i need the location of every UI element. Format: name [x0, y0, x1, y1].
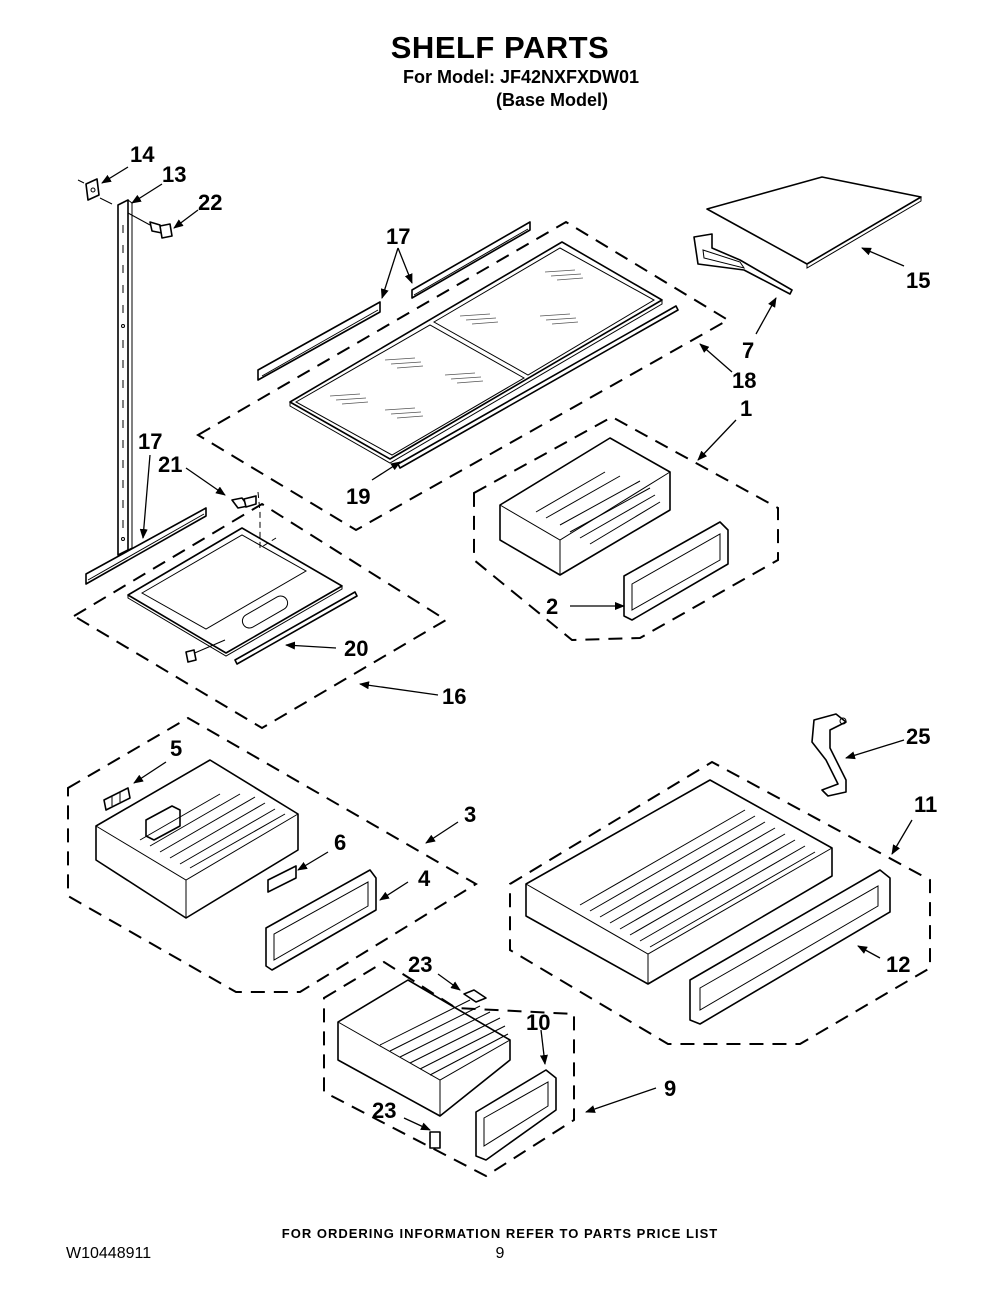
shelf-screw [231, 491, 277, 549]
crisper-front-middle [265, 869, 377, 971]
drawer-screw-lower [429, 1131, 441, 1149]
callout-17-upper[interactable]: 17 [386, 224, 410, 249]
assembly-boundary-16 [72, 502, 448, 730]
drawer-screw-upper [463, 989, 487, 1003]
shelf-ladder-rail [117, 199, 133, 556]
small-shelf-trim [234, 591, 358, 665]
pantry-bracket [811, 713, 847, 797]
callout-10[interactable]: 10 [526, 1010, 550, 1035]
lower-drawer-front [475, 1069, 557, 1161]
page-number: 9 [495, 1245, 505, 1262]
callout-14[interactable]: 14 [130, 142, 155, 167]
crisper-label [267, 865, 297, 893]
pantry-drawer [525, 779, 833, 985]
assembly-boundary-11 [509, 760, 931, 1045]
lower-drawer [337, 979, 511, 1117]
rail-screw [127, 212, 173, 239]
callout-20[interactable]: 20 [344, 636, 368, 661]
callout-12[interactable]: 12 [886, 952, 910, 977]
callout-23-lower[interactable]: 23 [372, 1098, 396, 1123]
callout-7[interactable]: 7 [742, 338, 754, 363]
callout-18[interactable]: 18 [732, 368, 756, 393]
callout-3[interactable]: 3 [464, 802, 476, 827]
callout-9[interactable]: 9 [664, 1076, 676, 1101]
assembly-boundary-3 [67, 716, 478, 993]
page-title: SHELF PARTS [390, 30, 610, 65]
shelf-clip [77, 178, 113, 205]
assembly-boundary-18 [196, 220, 730, 532]
assembly-boundary-1 [473, 415, 779, 642]
shelf-side-rail-right [411, 221, 531, 299]
pantry-front [689, 869, 891, 1025]
model-line: For Model: JF42NXFXDW01 [403, 67, 640, 87]
assembly-boundary-9 [323, 960, 575, 1178]
shelf-bracket [693, 233, 793, 295]
leader-lines [101, 166, 913, 1131]
ordering-note: FOR ORDERING INFORMATION REFER TO PARTS … [281, 1226, 719, 1241]
shelf-side-rail-left [257, 301, 381, 381]
upper-crisper-drawer [499, 437, 671, 576]
glass-shelf [706, 176, 922, 269]
callout-22[interactable]: 22 [198, 190, 222, 215]
shelf-side-rail-lower [85, 507, 207, 585]
callout-17-lower[interactable]: 17 [138, 429, 162, 454]
document-number: W10448911 [66, 1245, 152, 1262]
callout-6[interactable]: 6 [334, 830, 346, 855]
callout-16[interactable]: 16 [442, 684, 466, 709]
callout-13[interactable]: 13 [162, 162, 186, 187]
lighted-glass-shelf [127, 527, 343, 663]
callout-11[interactable]: 11 [914, 792, 937, 817]
callout-21[interactable]: 21 [158, 452, 182, 477]
callout-2[interactable]: 2 [546, 594, 558, 619]
double-glass-shelf [289, 241, 663, 464]
callout-25[interactable]: 25 [906, 724, 930, 749]
crisper-front [623, 521, 729, 621]
model-note: (Base Model) [496, 90, 609, 110]
callout-19[interactable]: 19 [346, 484, 370, 509]
callout-1[interactable]: 1 [740, 396, 752, 421]
callout-5[interactable]: 5 [170, 736, 182, 761]
callout-15[interactable]: 15 [906, 268, 930, 293]
callout-23-upper[interactable]: 23 [408, 952, 432, 977]
callout-4[interactable]: 4 [418, 866, 431, 891]
middle-crisper-drawer [95, 759, 299, 919]
humidity-control [103, 787, 131, 811]
